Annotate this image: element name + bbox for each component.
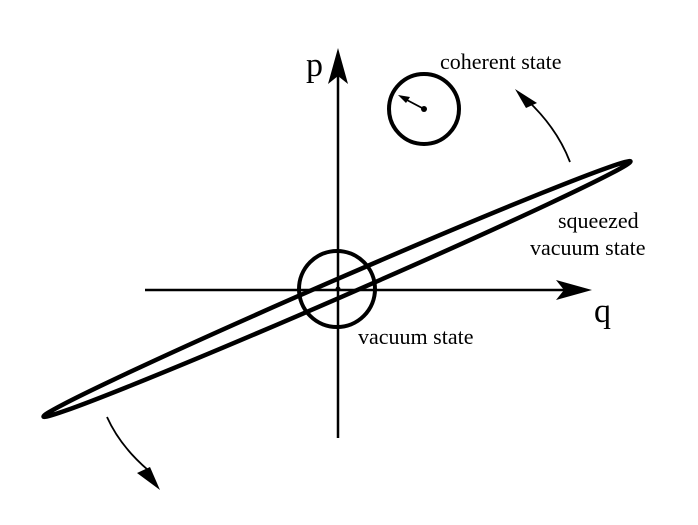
rotation-arrow-upper-head — [515, 89, 537, 108]
rotation-arrow-upper — [526, 99, 571, 163]
squeezed-vacuum-ellipse — [41, 158, 633, 420]
vacuum-state-label: vacuum state — [358, 324, 473, 349]
coherent-state-circle — [387, 72, 461, 146]
rotation-arrow-lower — [106, 416, 149, 471]
coherent-state-arrow-head — [398, 95, 410, 103]
coherent-state-arrow-line — [404, 98, 425, 110]
p-axis-label: p — [306, 47, 323, 84]
origin-dot — [335, 286, 341, 292]
p-axis-arrowhead — [328, 48, 348, 84]
coherent-state-label: coherent state — [440, 49, 562, 74]
squeezed-state-label-line2: vacuum state — [530, 235, 645, 260]
q-axis-arrowhead — [556, 280, 592, 300]
squeezed-state-label-line1: squeezed — [558, 208, 639, 233]
vacuum-state-circle — [297, 249, 377, 329]
q-axis-label: q — [594, 293, 611, 330]
rotation-arrow-lower-head — [137, 467, 160, 490]
